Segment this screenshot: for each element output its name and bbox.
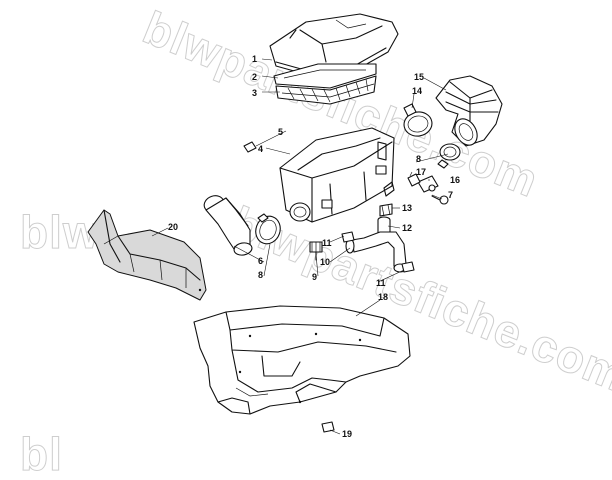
callout-3: 3 [252, 88, 257, 98]
callout-11-lower: 11 [376, 278, 386, 288]
callout-9: 9 [312, 272, 317, 282]
callout-16: 16 [450, 175, 460, 185]
callout-20: 20 [168, 222, 178, 232]
part-airbox-cover [269, 13, 399, 77]
callout-15: 15 [414, 72, 424, 82]
callout-7: 7 [448, 190, 453, 200]
callout-6: 6 [258, 256, 263, 266]
part-filter-frame [273, 63, 377, 89]
part-clamp-13 [379, 203, 393, 217]
part-fitting-16 [417, 175, 439, 193]
part-side-shield [87, 209, 207, 301]
watermark-left: blw [20, 206, 100, 258]
callout-group: 1 2 3 4 5 6 7 8 8 9 10 11 11 12 13 14 15… [168, 54, 460, 439]
part-base-plate [193, 305, 411, 415]
callout-11-upper: 11 [322, 238, 332, 248]
part-clip-5 [243, 141, 257, 153]
part-clamp-11b [401, 261, 415, 273]
part-clip-17 [407, 173, 421, 187]
part-fitting-9 [309, 241, 323, 261]
callout-5: 5 [278, 127, 283, 137]
callout-18: 18 [378, 292, 388, 302]
callout-8-right: 8 [416, 154, 421, 164]
callout-10: 10 [320, 257, 330, 267]
part-outlet-boot [435, 75, 503, 147]
callout-17: 17 [416, 167, 426, 177]
part-clamp-right [437, 143, 461, 169]
callout-13: 13 [402, 203, 412, 213]
part-intake-duct [203, 195, 253, 256]
part-fitting-7 [431, 195, 449, 205]
callout-12: 12 [402, 223, 412, 233]
callout-19: 19 [342, 429, 352, 439]
watermark-corner: bl [20, 428, 63, 475]
callout-4: 4 [258, 144, 263, 154]
part-fastener-19 [321, 421, 335, 433]
callout-14: 14 [412, 86, 422, 96]
callout-2: 2 [252, 72, 257, 82]
callout-1: 1 [252, 54, 257, 64]
part-clamp-ring [403, 103, 433, 137]
part-airbox-housing [279, 127, 395, 223]
part-clamp-left [255, 213, 281, 245]
leader-lines [151, 58, 449, 435]
part-clamp-11a [341, 231, 355, 243]
callout-8-left: 8 [258, 270, 263, 280]
part-air-filter [275, 75, 377, 105]
